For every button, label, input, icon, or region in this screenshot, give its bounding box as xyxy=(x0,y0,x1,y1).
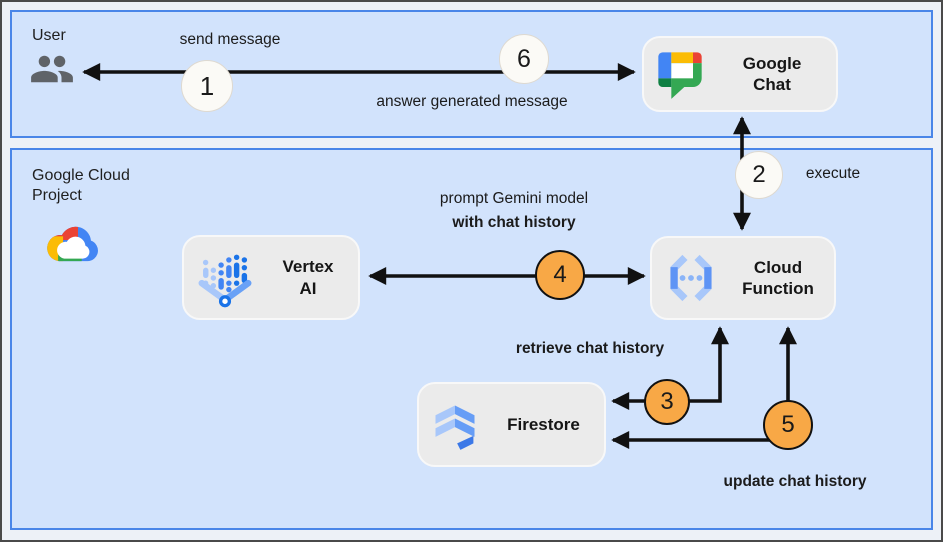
cloud-zone-title-line2: Project xyxy=(32,187,82,204)
label-execute: execute xyxy=(805,165,861,182)
step-circle-3: 3 xyxy=(644,379,690,425)
node-cloud-function-label: Cloud Function xyxy=(742,257,814,298)
node-firestore-label: Firestore xyxy=(507,414,580,434)
node-firestore: Firestore xyxy=(417,382,606,467)
label-update-chat-history: update chat history xyxy=(723,473,867,490)
label-answer-generated-message: answer generated message xyxy=(376,93,568,110)
label-send-message: send message xyxy=(179,31,281,48)
step-circle-4: 4 xyxy=(535,250,585,300)
cloud-function-icon xyxy=(662,249,720,307)
cloud-zone-title: Google Cloud Project xyxy=(32,166,130,206)
node-vertex-ai-label: Vertex AI xyxy=(282,257,334,298)
users-icon xyxy=(28,50,76,88)
label-retrieve-chat-history: retrieve chat history xyxy=(515,340,665,357)
node-cloud-function: Cloud Function xyxy=(650,236,836,320)
step-circle-1: 1 xyxy=(181,60,233,112)
step-circle-2: 2 xyxy=(735,151,783,199)
node-google-chat-label: Google Chat xyxy=(742,53,802,94)
label-prompt-gemini-line2: with chat history xyxy=(452,214,576,231)
google-cloud-logo xyxy=(42,222,104,268)
node-google-chat: Google Chat xyxy=(642,36,838,112)
step-circle-5: 5 xyxy=(763,400,813,450)
cloud-zone-title-line1: Google Cloud xyxy=(32,167,130,184)
google-chat-icon xyxy=(654,48,706,100)
node-vertex-ai: Vertex AI xyxy=(182,235,360,320)
firestore-icon xyxy=(429,399,481,451)
vertex-ai-icon xyxy=(194,247,256,309)
label-prompt-gemini-line1: prompt Gemini model xyxy=(439,190,589,207)
user-zone-title: User xyxy=(32,27,66,44)
step-circle-6: 6 xyxy=(499,34,549,84)
